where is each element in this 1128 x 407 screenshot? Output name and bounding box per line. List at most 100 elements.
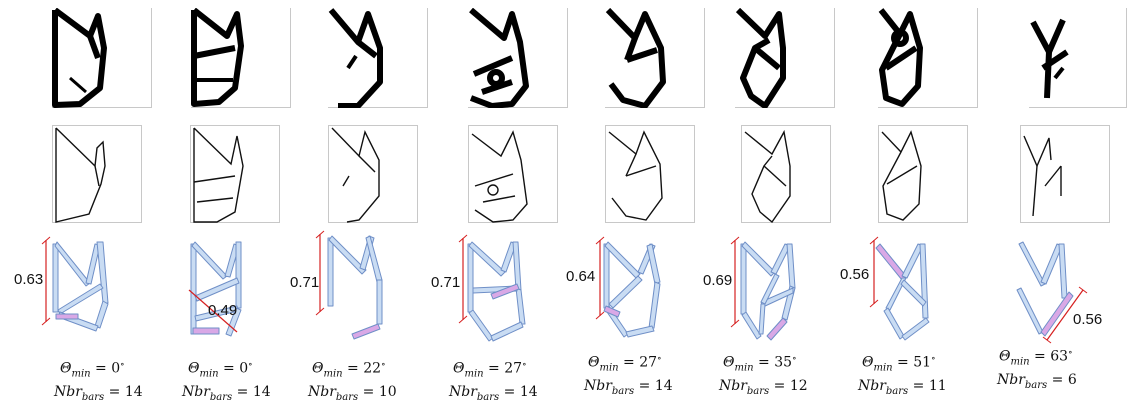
skeleton-shape-7	[881, 130, 922, 221]
column-6: 0.69 Θmin = 35∘ Nbrbars = 12	[703, 0, 846, 401]
nbr: Nbr	[997, 372, 1025, 389]
theta-val: = 51	[892, 354, 932, 371]
truss-diagram-8	[1016, 241, 1088, 344]
deg: ∘	[931, 354, 936, 364]
dimension-label-1: 0.63	[14, 271, 44, 288]
nbr-val: = 14	[232, 384, 271, 401]
skeleton-image-2	[190, 125, 280, 223]
dimension-label-7: 0.56	[840, 266, 870, 283]
truss-diagram-6	[730, 236, 796, 341]
nbr-val: = 14	[634, 378, 673, 395]
theta: Θ	[312, 360, 324, 377]
deg: ∘	[522, 360, 527, 370]
theta-sub: min	[873, 362, 893, 374]
nbr-sub: bars	[611, 386, 635, 398]
nbr: Nbr	[182, 384, 210, 401]
theta-val: = 27	[483, 360, 523, 377]
theta-sub: min	[734, 362, 754, 374]
theta-val: = 0	[218, 360, 249, 377]
density-shape-8	[1030, 18, 1069, 99]
nbr: Nbr	[719, 378, 747, 395]
skeleton-shape-2	[193, 127, 244, 223]
degree-symbol: ∘	[120, 360, 125, 370]
density-image-2	[191, 8, 291, 108]
nbr: Nbr	[858, 378, 886, 395]
nbr-sub: bars	[746, 386, 770, 398]
nbr-subscript: bars	[81, 392, 105, 404]
theta: Θ	[999, 348, 1011, 365]
deg: ∘	[248, 360, 253, 370]
caption-6: Θmin = 35∘ Nbrbars = 12	[719, 350, 808, 401]
skeleton-image-4	[468, 125, 558, 223]
nbr-symbol: Nbr	[54, 384, 82, 401]
truss-diagram-7	[869, 236, 930, 341]
nbr-val: = 10	[358, 384, 397, 401]
nbr-val: = 12	[769, 378, 808, 395]
nbr-sub: bars	[335, 392, 359, 404]
nbr-val: = 6	[1047, 372, 1077, 389]
skeleton-shape-1	[55, 127, 106, 223]
skeleton-image-7	[878, 125, 968, 223]
deg: ∘	[657, 354, 662, 364]
column-3: 0.71 Θmin = 22∘ Nbrbars = 10	[282, 0, 428, 403]
theta: Θ	[723, 354, 735, 371]
theta-val: = 63	[1029, 348, 1069, 365]
caption-5: Θmin = 27∘ Nbrbars = 14	[584, 350, 673, 401]
dimension-label-3: 0.71	[290, 274, 320, 291]
nbr-sub: bars	[1024, 380, 1048, 392]
density-shape-2	[191, 8, 244, 107]
dimension-label-6: 0.69	[703, 272, 733, 289]
density-image-7	[878, 8, 978, 108]
truss-diagram-1	[41, 236, 109, 332]
skeleton-image-5	[605, 125, 695, 223]
dimension-label-8: 0.56	[1073, 311, 1103, 328]
theta-sub: min	[599, 362, 619, 374]
density-shape-4	[469, 8, 529, 108]
skeleton-image-3	[328, 125, 418, 223]
density-image-5	[605, 8, 705, 108]
skeleton-shape-4	[471, 130, 528, 223]
theta-sub: min	[464, 368, 484, 380]
skeleton-image-8	[1020, 125, 1110, 223]
truss-diagram-5	[595, 236, 661, 338]
density-image-3	[328, 8, 428, 108]
density-shape-7	[878, 8, 923, 107]
density-shape-1	[52, 8, 107, 108]
density-shape-6	[735, 8, 786, 108]
nbr-sub: bars	[885, 386, 909, 398]
truss-diagram-3	[315, 230, 383, 340]
theta-val: = 27	[618, 354, 658, 371]
skeleton-shape-5	[608, 130, 663, 221]
density-image-8	[1029, 8, 1127, 108]
caption-2: Θmin = 0∘ Nbrbars = 14	[182, 356, 271, 407]
dimension-label-5: 0.64	[566, 268, 596, 285]
skeleton-shape-6	[744, 129, 791, 224]
theta-symbol: Θ	[60, 360, 72, 377]
column-5: 0.64 Θmin = 27∘ Nbrbars = 14	[564, 0, 705, 399]
density-image-4	[468, 8, 568, 108]
density-image-1	[52, 8, 152, 108]
deg: ∘	[381, 360, 386, 370]
theta: Θ	[588, 354, 600, 371]
theta: Θ	[453, 360, 465, 377]
nbr-val: = 11	[908, 378, 947, 395]
caption-7: Θmin = 51∘ Nbrbars = 11	[858, 350, 947, 401]
nbr: Nbr	[449, 384, 477, 401]
caption-3: Θmin = 22∘ Nbrbars = 10	[308, 356, 397, 407]
nbr-value: = 14	[104, 384, 143, 401]
theta-value: = 0	[90, 360, 121, 377]
skeleton-image-6	[741, 125, 831, 224]
theta: Θ	[862, 354, 874, 371]
theta: Θ	[188, 360, 200, 377]
theta-val: = 22	[342, 360, 382, 377]
theta-sub: min	[199, 368, 219, 380]
column-7: 0.56 Θmin = 51∘ Nbrbars = 11	[840, 0, 987, 401]
nbr-sub: bars	[209, 392, 233, 404]
truss-diagram-4	[458, 234, 526, 342]
deg: ∘	[792, 354, 797, 364]
caption-1: Θmin = 0∘ Nbrbars = 14	[54, 356, 143, 407]
truss-diagram-2	[188, 241, 242, 337]
skeleton-shape-3	[331, 127, 380, 223]
column-1: 0.63 Θmin = 0∘ Nbrbars = 14	[0, 0, 152, 403]
nbr-val: = 14	[499, 384, 538, 401]
